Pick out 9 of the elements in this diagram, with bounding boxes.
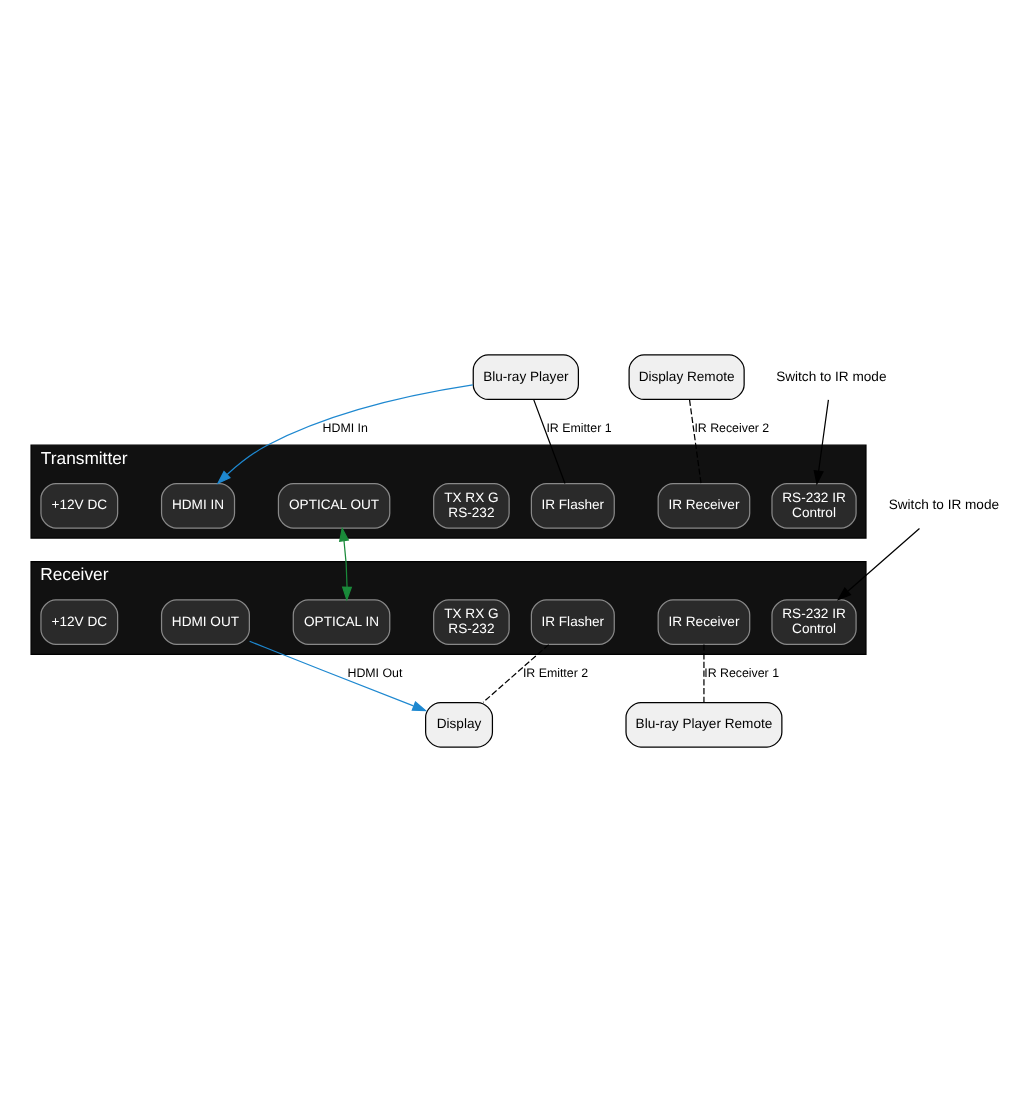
arrow [836, 526, 921, 600]
arrow [249, 639, 428, 711]
connector [703, 643, 705, 702]
arrow [813, 398, 830, 485]
arrow [338, 525, 353, 601]
arrow [216, 383, 474, 484]
connector [482, 643, 550, 702]
connector [688, 398, 702, 484]
connector [533, 398, 566, 484]
